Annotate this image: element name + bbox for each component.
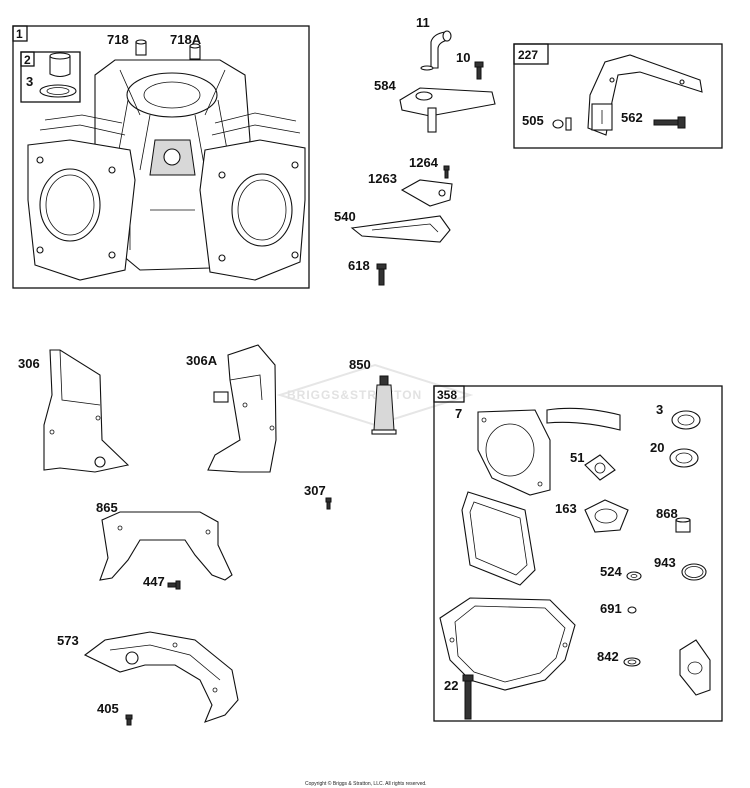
shroud-573-part — [83, 631, 239, 723]
valve-cover-gasket-part — [546, 407, 621, 431]
gasket-crankcase-cover-part — [461, 491, 536, 586]
screw-405-part — [125, 714, 133, 726]
gasket-set-box-label: 358 — [437, 388, 457, 402]
dowel-718-part — [135, 39, 147, 56]
baffle-865-part — [99, 511, 233, 581]
cylinder-box-label: 1 — [16, 27, 23, 41]
gasket-163-part — [584, 499, 629, 533]
label-163: 163 — [555, 501, 577, 516]
screw-1264-part — [443, 165, 450, 179]
label-307: 307 — [304, 483, 326, 498]
cylinder-box: 1 2 — [12, 25, 310, 289]
baffle-306a-part — [207, 344, 277, 473]
copyright-notice: Copyright © Briggs & Stratton, LLC. All … — [305, 780, 427, 787]
bracket-227-part — [587, 54, 703, 136]
label-10: 10 — [456, 50, 470, 65]
bracket-box: 227 505 562 — [513, 43, 723, 149]
cylinder-box-frame — [12, 25, 310, 289]
label-540: 540 — [334, 209, 356, 224]
bracket-box-tag — [513, 43, 549, 65]
screw-10-part — [474, 61, 484, 80]
screw-447-part — [167, 580, 181, 590]
label-943: 943 — [654, 555, 676, 570]
bracket-box-frame — [513, 43, 723, 149]
screw-307-part — [325, 497, 332, 510]
label-405: 405 — [97, 701, 119, 716]
screw-562-part — [653, 116, 686, 129]
label-3-kit: 3 — [26, 74, 33, 89]
label-22: 22 — [444, 678, 458, 693]
kit-box-frame — [20, 51, 81, 103]
label-3-seal: 3 — [656, 402, 663, 417]
seal-868-part — [675, 517, 691, 533]
label-1264: 1264 — [409, 155, 439, 170]
o-ring-943-part — [681, 563, 707, 581]
dowel-718a-part — [189, 43, 201, 60]
seal-20-part — [669, 448, 699, 468]
label-691: 691 — [600, 601, 622, 616]
label-562: 562 — [621, 110, 643, 125]
label-618: 618 — [348, 258, 370, 273]
label-306: 306 — [18, 356, 40, 371]
o-ring-842-part — [623, 657, 641, 667]
kit-seal-part — [39, 84, 77, 98]
o-ring-691-part — [627, 606, 637, 614]
head-gasket-part — [477, 409, 551, 496]
label-505: 505 — [522, 113, 544, 128]
label-11: 11 — [416, 15, 430, 30]
cylinder-box-tag — [12, 25, 28, 42]
cylinder-block-part — [27, 59, 306, 281]
seal-3-part — [671, 410, 701, 430]
bracket-box-label: 227 — [518, 48, 538, 62]
label-718: 718 — [107, 32, 129, 47]
kit-box-label: 2 — [24, 53, 31, 67]
label-20: 20 — [650, 440, 664, 455]
o-ring-524-part — [626, 571, 642, 581]
reed-valve-part — [400, 179, 453, 207]
label-850: 850 — [349, 357, 371, 372]
label-573: 573 — [57, 633, 79, 648]
bushing-part — [49, 52, 71, 78]
nut-505-part — [552, 117, 572, 131]
label-51: 51 — [570, 450, 584, 465]
label-306a: 306A — [186, 353, 218, 368]
label-865: 865 — [96, 500, 118, 515]
screw-618-part — [376, 263, 387, 286]
sealant-tube-part — [371, 375, 397, 435]
label-1263: 1263 — [368, 171, 397, 186]
label-718a: 718A — [170, 32, 202, 47]
label-584: 584 — [374, 78, 396, 93]
gasket-51-part — [584, 454, 616, 481]
gasket-set-box: 358 — [433, 385, 723, 722]
breather-plate-part — [399, 87, 496, 133]
label-447: 447 — [143, 574, 165, 589]
gasket-sump-part — [439, 597, 576, 691]
label-7: 7 — [455, 406, 462, 421]
label-842: 842 — [597, 649, 619, 664]
watermark-text: BRIGGS&STRATTON — [287, 388, 422, 402]
label-868: 868 — [656, 506, 678, 521]
gasket-set-box-frame — [433, 385, 723, 722]
baffle-306-part — [43, 349, 130, 473]
label-524: 524 — [600, 564, 622, 579]
gasket-set-box-tag — [433, 385, 465, 403]
bolt-22-part — [462, 674, 474, 720]
gasket-oil-filter-part — [679, 639, 711, 696]
kit-box-tag — [20, 51, 35, 67]
breather-tube-part — [420, 30, 452, 71]
gasket-540-part — [350, 215, 451, 243]
